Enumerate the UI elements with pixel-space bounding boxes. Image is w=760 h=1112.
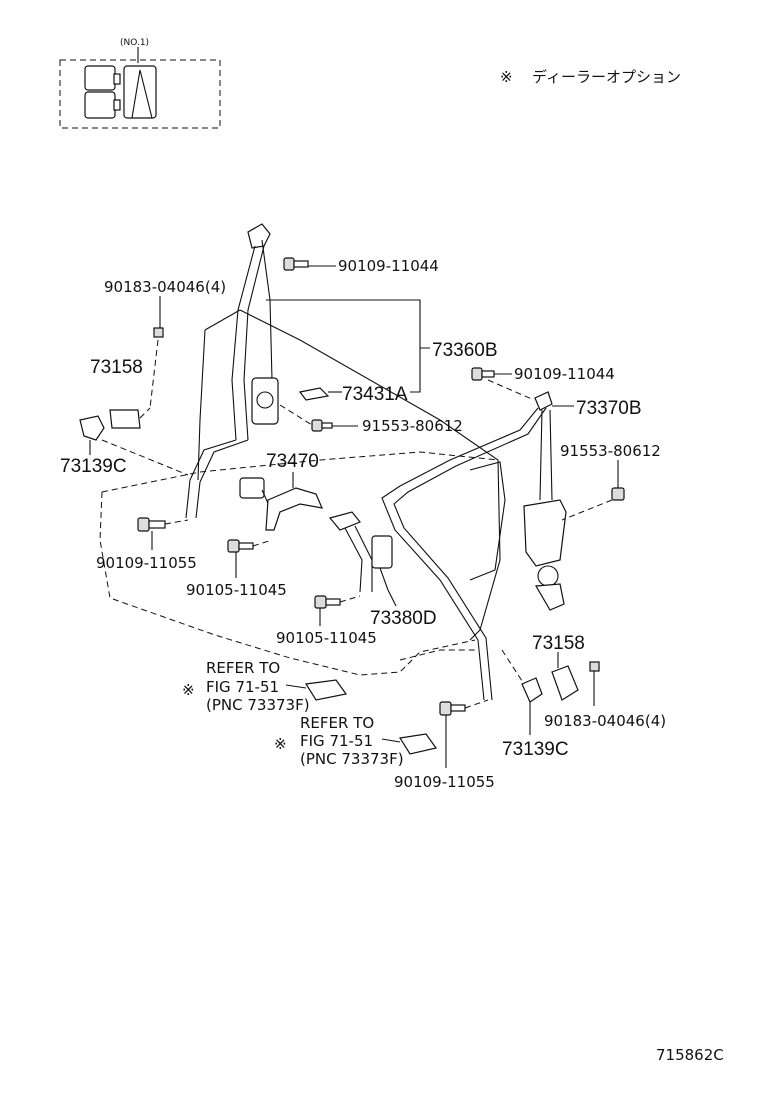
label-73380D: 73380D xyxy=(370,608,437,629)
bolt-90105-11045-b xyxy=(314,595,341,609)
label-90183-04046-left: 90183-04046(4) xyxy=(104,278,226,296)
bolt-90105-11045-a xyxy=(227,539,254,553)
seat-outline xyxy=(99,309,506,676)
label-90109-11044-right: 90109-11044 xyxy=(514,365,615,383)
nut-90183-04046-left xyxy=(153,327,164,338)
bolt-91553-80612-right xyxy=(611,487,625,501)
label-73470: 73470 xyxy=(266,451,319,472)
label-73139C-left: 73139C xyxy=(60,456,127,477)
bezel-73139C-left xyxy=(79,415,105,441)
center-belt-73380D xyxy=(328,511,393,593)
legend-text: ディーラーオプション xyxy=(532,68,681,86)
refer1-line1: REFER TO xyxy=(206,659,280,677)
left-belt-assembly xyxy=(185,223,279,531)
inset-diagram: (NO.1) xyxy=(59,38,221,129)
bolt-90109-11055-left xyxy=(137,517,166,532)
label-73158-left: 73158 xyxy=(90,357,143,378)
label-90105-11045-a: 90105-11045 xyxy=(186,581,287,599)
cover-73158-left xyxy=(109,409,141,429)
refer2-line1: REFER TO xyxy=(300,714,374,732)
label-90105-11045-b: 90105-11045 xyxy=(276,629,377,647)
refer1-mark: ※ xyxy=(182,681,195,699)
refer2-mark: ※ xyxy=(274,735,287,753)
cover-73158-right xyxy=(551,665,579,701)
label-90183-04046-right: 90183-04046(4) xyxy=(544,712,666,730)
refer2-line2: FIG 71-51 xyxy=(300,732,373,750)
part-labels: 90109-11044 90183-04046(4) 73360B 73158 … xyxy=(60,257,666,791)
refer-note-1: REFER TO ※ FIG 71-51 (PNC 73373F) xyxy=(182,659,310,714)
inset-label: (NO.1) xyxy=(120,38,149,48)
bolt-90109-11044-right xyxy=(471,367,495,381)
bolt-90109-11044-top xyxy=(283,257,309,271)
label-91553-80612-right: 91553-80612 xyxy=(560,442,661,460)
label-73360B: 73360B xyxy=(432,340,498,361)
label-73158-right: 73158 xyxy=(532,633,585,654)
bolt-91553-80612-center xyxy=(311,419,333,432)
option-bracket-1 xyxy=(304,679,348,701)
refer1-line3: (PNC 73373F) xyxy=(206,696,310,714)
legend-mark: ※ xyxy=(500,68,513,86)
nut-90183-04046-right xyxy=(589,661,600,672)
label-73370B: 73370B xyxy=(576,398,642,419)
right-belt-assembly xyxy=(381,391,567,701)
buckle-73470 xyxy=(265,487,323,531)
label-90109-11044-top: 90109-11044 xyxy=(338,257,439,275)
bezel-73139C-right xyxy=(521,677,543,703)
escutcheon-73431A xyxy=(298,387,330,401)
label-73431A: 73431A xyxy=(342,384,408,405)
refer1-line2: FIG 71-51 xyxy=(206,678,279,696)
leader-lines xyxy=(89,265,619,768)
refer-note-2: REFER TO ※ FIG 71-51 (PNC 73373F) xyxy=(274,714,404,768)
label-90109-11055-left: 90109-11055 xyxy=(96,554,197,572)
label-73139C-right: 73139C xyxy=(502,739,569,760)
label-90109-11055-bottom: 90109-11055 xyxy=(394,773,495,791)
refer2-line3: (PNC 73373F) xyxy=(300,750,404,768)
label-91553-80612-center: 91553-80612 xyxy=(362,417,463,435)
figure-id: 715862C xyxy=(656,1046,724,1064)
bolt-90109-11055-bottom xyxy=(439,701,466,716)
legend: ※ ディーラーオプション xyxy=(500,68,681,86)
option-bracket-2 xyxy=(399,733,438,755)
